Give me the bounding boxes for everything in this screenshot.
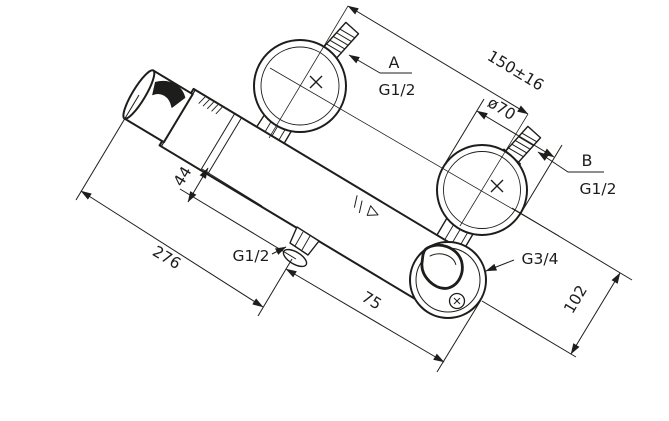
bottom-outlet-thread: G1/2 xyxy=(233,247,270,265)
mixer-body xyxy=(122,69,457,305)
dim-flange-diameter: ø70 xyxy=(442,93,563,214)
label-connection-a: A G1/2 xyxy=(348,53,416,99)
connection-b-letter: B xyxy=(582,151,593,170)
temperature-scale-ticks xyxy=(198,96,223,115)
hose-outlet-thread: G3/4 xyxy=(522,250,559,268)
connection-a-letter: A xyxy=(389,53,400,72)
connection-a-thread: G1/2 xyxy=(379,81,416,99)
artwork: 150±16 ø70 A G1/2 B G1/2 G3/4 xyxy=(75,5,633,373)
flow-symbol-icon xyxy=(353,195,379,216)
label-connection-b: B G1/2 xyxy=(537,151,617,198)
temperature-handle-marker xyxy=(152,80,186,108)
label-hose-outlet: G3/4 xyxy=(485,250,559,272)
connection-b-thread: G1/2 xyxy=(580,180,617,198)
flange-b-cross-icon xyxy=(490,179,504,193)
handle-screw xyxy=(448,292,466,310)
flange-a-cross-icon xyxy=(309,75,323,89)
